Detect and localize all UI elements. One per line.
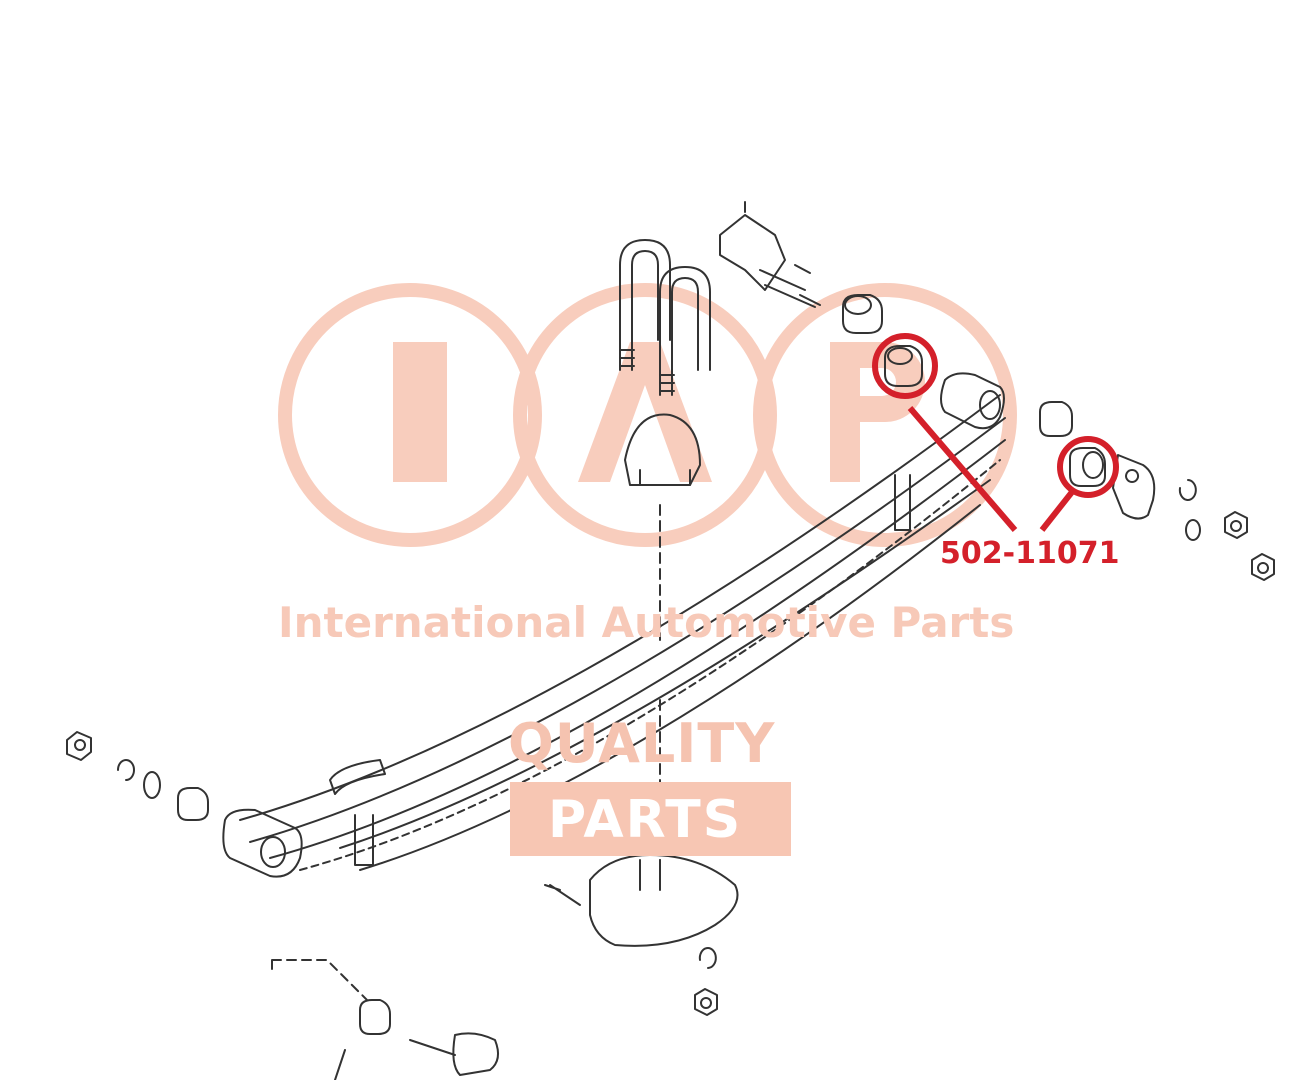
hardware-left [66, 731, 209, 821]
bump-stopper [624, 413, 701, 486]
watermark-company-name: International Automotive Parts [278, 598, 1015, 647]
u-bolts [619, 239, 711, 396]
bushing-circled-right [1069, 447, 1106, 487]
callout-circle-left [872, 333, 938, 399]
logo-letter-p [830, 342, 925, 482]
logo-letter-i [393, 342, 447, 482]
watermark-quality: QUALITY [508, 712, 776, 775]
logo-circle-i [278, 283, 542, 547]
part-number-label: 502-11071 [940, 536, 1120, 571]
hardware-bottom [694, 947, 718, 1016]
bushing-circled-left [884, 345, 923, 387]
callout-leader-right [1039, 490, 1075, 532]
front-hanger [271, 959, 500, 1080]
shackle-bracket [719, 201, 821, 308]
shackle-plate [1112, 454, 1156, 520]
logo-circle-a [513, 283, 777, 547]
hardware-right [1178, 479, 1275, 581]
watermark-parts: PARTS [548, 790, 743, 850]
bushing-right-small [1039, 401, 1073, 437]
spring-eye-left [222, 808, 303, 878]
logo-letter-a [578, 342, 712, 482]
bushing-upper [842, 294, 883, 334]
spring-eye-right [940, 372, 1005, 430]
logo-circle-p [753, 283, 1017, 547]
watermark-parts-box [510, 782, 791, 856]
leaf-spring [239, 394, 1006, 871]
callout-circle-right [1057, 436, 1119, 498]
callout-leader-left [907, 406, 1018, 532]
